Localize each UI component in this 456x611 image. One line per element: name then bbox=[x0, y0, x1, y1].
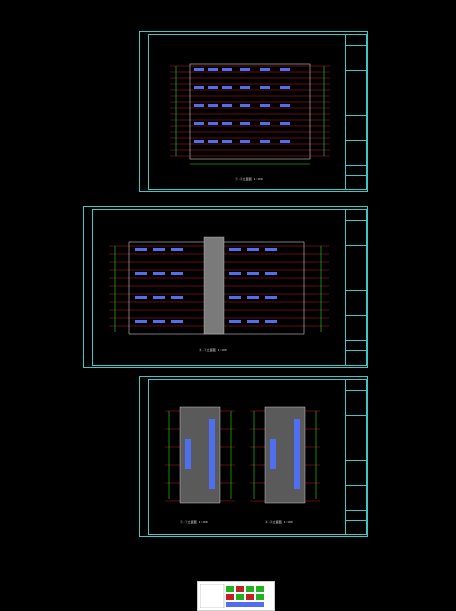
legend-thumbnail-graphic bbox=[200, 584, 264, 608]
drawing-sheet-2[interactable]: ④-①立面图 1:100 bbox=[83, 206, 368, 368]
sheet-1-inner-frame bbox=[148, 34, 367, 190]
drawing-sheet-1[interactable]: ①-④立面图 1:100 bbox=[139, 31, 368, 192]
sheet-2-title-block bbox=[345, 210, 366, 365]
side-elevation-right-drawing bbox=[250, 406, 320, 504]
sheet-3-inner-frame bbox=[148, 379, 367, 535]
sheet-1-caption: ①-④立面图 1:100 bbox=[235, 177, 263, 181]
sheet-3-caption-left: ①-①立面图 1:100 bbox=[180, 520, 208, 524]
side-elevation-left-drawing bbox=[165, 406, 235, 504]
sheet-3-caption-right: ④-④立面图 1:100 bbox=[265, 520, 293, 524]
sheet-2-inner-frame bbox=[92, 209, 367, 366]
sheet-3-title-block bbox=[345, 380, 366, 534]
rear-elevation-drawing bbox=[109, 236, 329, 335]
sheet-2-caption: ④-①立面图 1:100 bbox=[199, 348, 227, 352]
front-elevation-drawing bbox=[170, 63, 330, 165]
sheet-1-title-block bbox=[345, 35, 366, 189]
drawing-sheet-3[interactable]: ①-①立面图 1:100 ④-④立面图 1:100 bbox=[139, 376, 368, 537]
legend-thumbnail-sheet[interactable] bbox=[197, 581, 275, 611]
